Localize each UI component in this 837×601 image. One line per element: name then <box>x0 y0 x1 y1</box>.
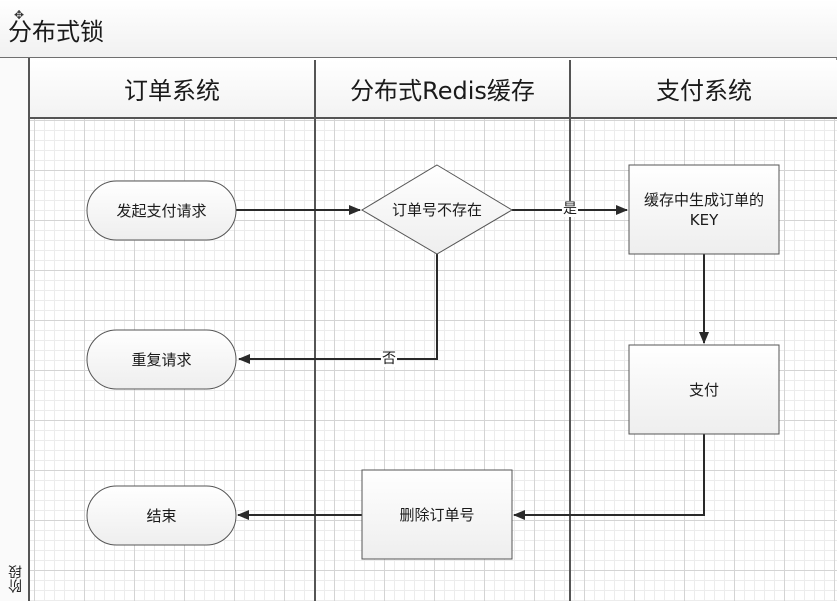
node-start-label: 发起支付请求 <box>116 201 207 220</box>
node-decision-shape <box>361 164 513 255</box>
node-repeat-request-shape <box>86 329 237 390</box>
edge-label-no: 否 <box>381 351 397 367</box>
node-repeat-request-label: 重复请求 <box>131 350 192 369</box>
lane-header-redis-cache: 分布式Redis缓存 <box>316 60 569 119</box>
node-delete-order-label: 删除订单号 <box>399 505 475 524</box>
lane-header-payment-system: 支付系统 <box>571 60 837 119</box>
diagram-title: 分布式锁 <box>8 18 104 46</box>
phase-strip <box>0 58 30 601</box>
node-end-label: 结束 <box>146 506 177 525</box>
node-decision-label: 订单号不存在 <box>391 201 482 219</box>
node-pay-label: 支付 <box>688 380 719 399</box>
node-end-shape <box>86 485 237 546</box>
edge-pay-to-delete-order <box>513 434 705 520</box>
edge-decision-to-repeat-request <box>238 254 438 364</box>
title-bar: 分布式锁 ✥ <box>0 0 837 58</box>
node-generate-key-shape <box>628 164 780 255</box>
lane-divider-2 <box>569 60 571 601</box>
node-delete-order-shape <box>361 469 513 560</box>
edge-label-yes: 是 <box>562 201 578 217</box>
node-start-shape <box>86 180 237 241</box>
lane-divider-1 <box>314 60 316 601</box>
node-pay-shape <box>628 344 780 435</box>
move-cursor-icon: ✥ <box>14 8 25 22</box>
lane-header-order-system: 订单系统 <box>30 60 314 119</box>
node-generate-key-label: 缓存中生成订单的KEY <box>643 190 764 229</box>
